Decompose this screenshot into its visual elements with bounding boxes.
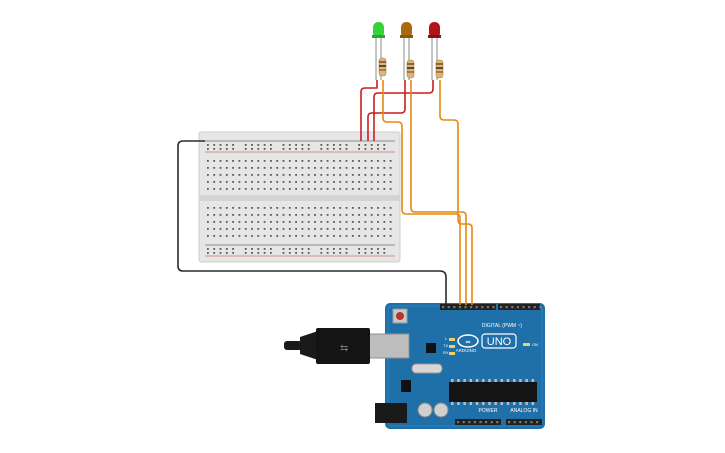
ground-wire: [177, 140, 447, 305]
l-led-label: L: [445, 336, 448, 341]
svg-text:∞: ∞: [466, 339, 471, 346]
header-pins: [442, 306, 542, 424]
microcontroller-pins: [451, 379, 535, 405]
yellow-led-signal-wire: [410, 80, 467, 305]
yellow-led: [400, 22, 413, 80]
red-led-signal-wire: [439, 80, 473, 305]
resistors: [378, 57, 444, 79]
analog-header-label: ANALOG IN: [510, 408, 538, 414]
breadboard-holes: [207, 144, 392, 254]
on-led-label: ON: [532, 342, 538, 347]
yellow-led-anode-wire: [367, 80, 406, 141]
rx-led-label: RX: [443, 350, 449, 355]
red-led: [428, 22, 441, 80]
resistor-2: [406, 59, 415, 79]
usb-cable: ⇆: [284, 328, 370, 364]
resistor-3: [435, 59, 444, 79]
power-header-label: POWER: [479, 408, 498, 414]
green-led-anode-wire: [360, 80, 378, 141]
leds: [372, 22, 441, 80]
tx-led-label: TX: [443, 343, 448, 348]
breadboard: [198, 131, 401, 263]
arduino-brand-label: ARDUINO: [456, 348, 477, 353]
digital-header-label: DIGITAL (PWM ~): [482, 323, 522, 329]
wires: [177, 80, 473, 305]
arduino-model-label: UNO: [487, 336, 512, 348]
red-led-anode-wire: [373, 80, 434, 141]
resistor-1: [378, 57, 387, 77]
usb-symbol-icon: ⇆: [340, 343, 348, 354]
arduino-board: ∞ ARDUINO UNO DIGITAL (PWM ~) POWER ANAL…: [368, 303, 545, 429]
